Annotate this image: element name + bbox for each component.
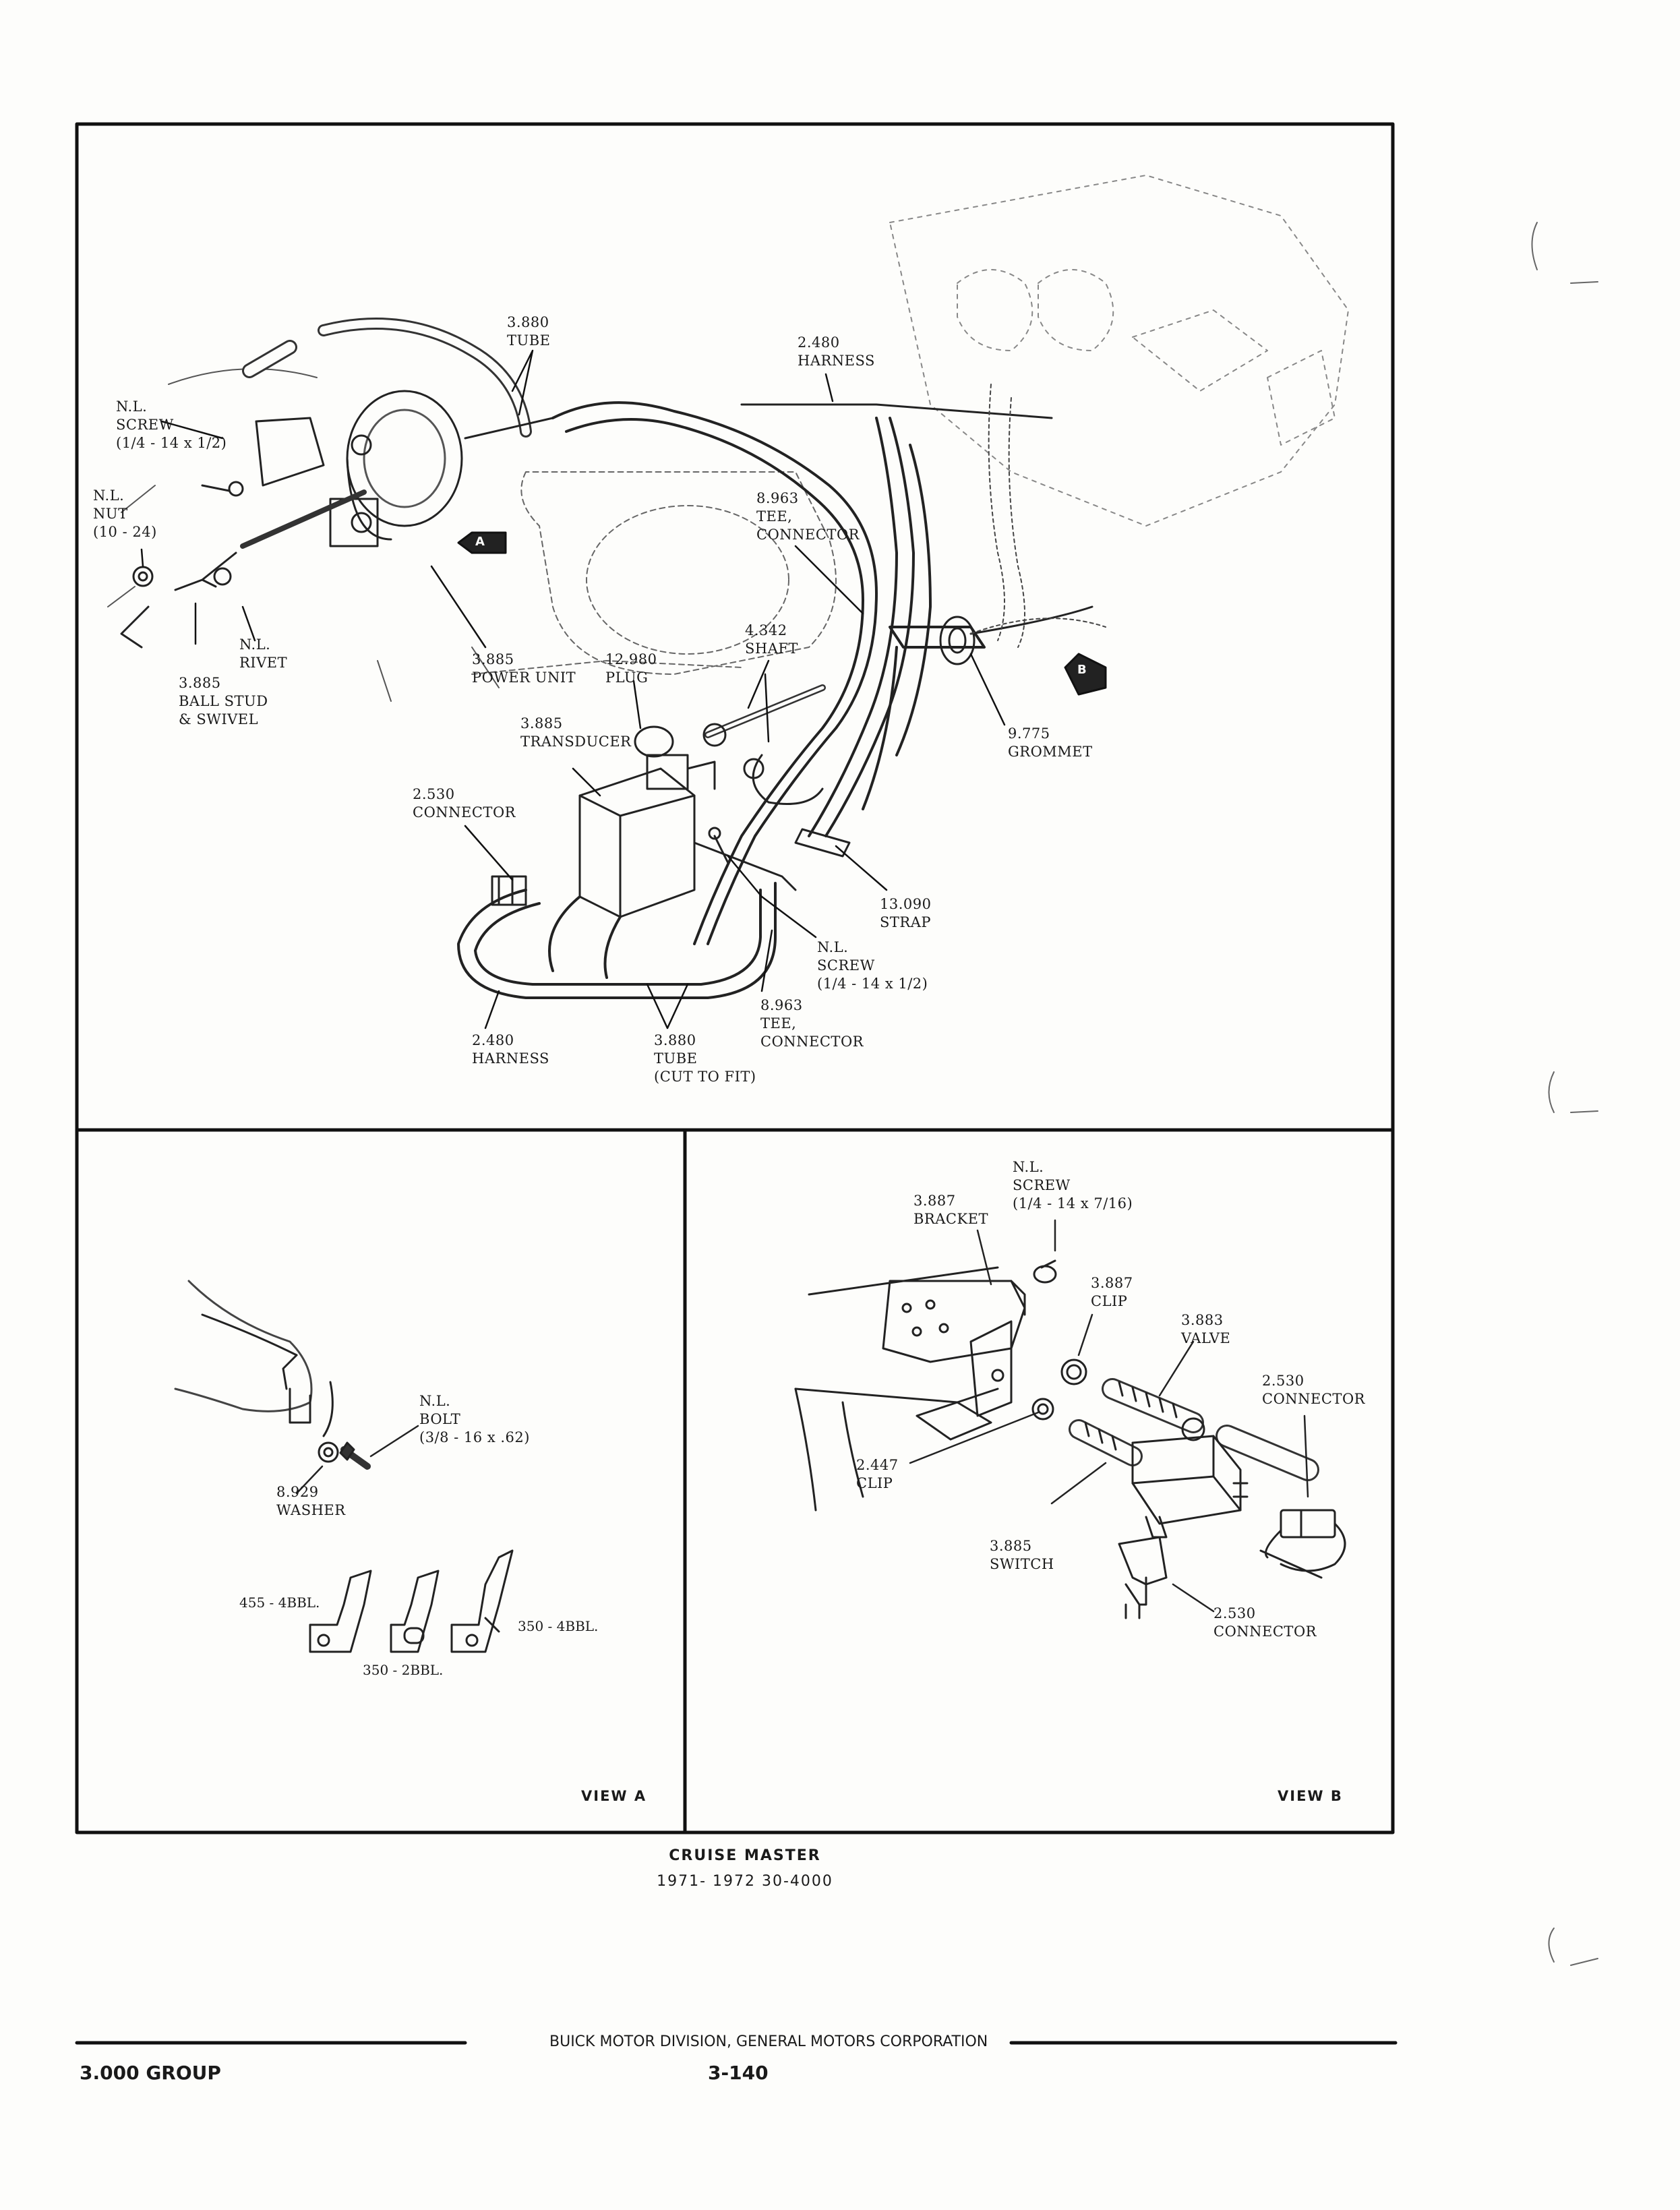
label-screw-mid: N.L.SCREW(1/4 - 14 x 1/2) [817, 939, 928, 992]
tube-upper [242, 318, 554, 440]
throttle-linkage [120, 417, 367, 649]
view-a-title: VIEW A [581, 1788, 647, 1804]
grommet-drawing [939, 605, 1093, 665]
strap-drawing [794, 828, 851, 858]
view-a-marker: A [475, 535, 485, 549]
connector-b-drawing [1259, 1509, 1346, 1579]
view-a-leaders [295, 1425, 419, 1495]
leader-lines-main [140, 349, 1006, 1029]
dashboard-outline [889, 175, 1349, 527]
label-nut: N.L.NUT(10 - 24) [93, 487, 157, 540]
harness-lower-loops [457, 882, 777, 999]
label-rivet: N.L.RIVET [239, 636, 288, 671]
footer-page-number: 3-140 [708, 2062, 769, 2084]
engine-block-outline [471, 471, 837, 675]
view-b-title: VIEW B [1278, 1788, 1343, 1804]
footer-publisher: BUICK MOTOR DIVISION, GENERAL MOTORS COR… [549, 2033, 988, 2050]
wiring-to-dash [970, 384, 1106, 648]
power-unit-drawing [329, 390, 463, 547]
label-screw-b: N.L.SCREW(1/4 - 14 x 7/16) [1013, 1159, 1133, 1212]
view-b-marker: B [1077, 663, 1087, 677]
label-screw-left: N.L.SCREW(1/4 - 14 x 1/2) [116, 398, 227, 451]
shaft-drawing [702, 684, 826, 805]
footer-group: 3.000 GROUP [80, 2062, 221, 2084]
marker-b-arrow [1064, 653, 1107, 696]
label-bolt: N.L.BOLT(3/8 - 16 x .62) [419, 1393, 530, 1445]
outer-frame [75, 122, 1395, 1834]
carb-455-4bbl: 455 - 4BBL. [239, 1594, 320, 1611]
valve-drawing [1102, 1378, 1319, 1481]
view-a-drawing [174, 1280, 371, 1470]
figure-subtitle: 1971- 1972 30-4000 [657, 1873, 833, 1890]
switch-drawing [1069, 1419, 1249, 1619]
screw-mid-drawing [708, 827, 729, 864]
carburetor-brackets [309, 1549, 514, 1653]
figure-title: CRUISE MASTER [669, 1847, 821, 1864]
carb-350-2bbl: 350 - 2BBL. [363, 1662, 444, 1678]
view-b-leaders [909, 1219, 1309, 1613]
page-edge-marks [1531, 222, 1598, 1966]
view-b-drawing [794, 1259, 1087, 1512]
carb-350-4bbl: 350 - 4BBL. [518, 1618, 599, 1634]
marker-a-arrow [457, 531, 507, 554]
